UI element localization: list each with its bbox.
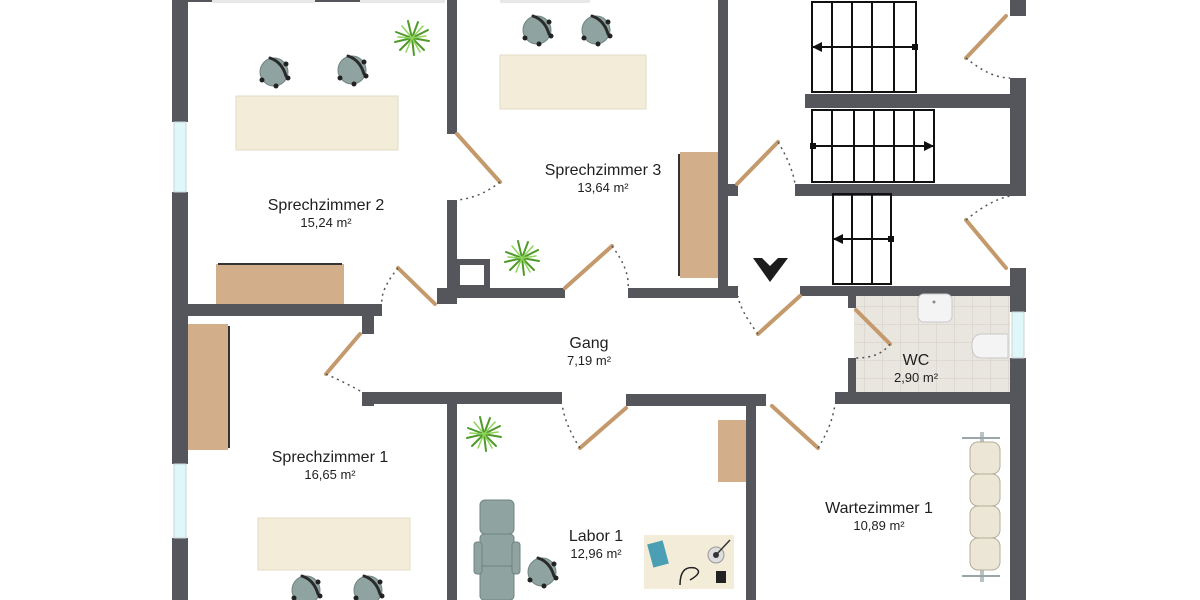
room-name: Sprechzimmer 3 <box>544 162 662 179</box>
room-name: Sprechzimmer 1 <box>271 449 389 466</box>
doors <box>324 14 1008 450</box>
windows <box>173 0 1025 539</box>
room-name: Gang <box>569 335 609 352</box>
cabinet <box>680 152 718 278</box>
room-label-gang: Gang 7,19 m² <box>567 334 611 369</box>
chair-icon <box>526 556 560 590</box>
cabinet <box>188 324 228 450</box>
desk <box>257 517 411 571</box>
room-label-sprechzimmer-3: Sprechzimmer 3 13,64 m² <box>545 161 661 196</box>
plant-icon <box>394 20 430 56</box>
room-label-sprechzimmer-2: Sprechzimmer 2 15,24 m² <box>268 196 384 231</box>
chair-icon <box>290 574 324 600</box>
stair-arrows <box>810 42 934 244</box>
desk <box>235 95 399 151</box>
chair-icon <box>336 54 370 88</box>
room-area: 13,64 m² <box>577 180 629 195</box>
chair-icon <box>580 14 614 48</box>
room-area: 16,65 m² <box>304 467 356 482</box>
room-area: 15,24 m² <box>300 215 352 230</box>
chair-icon <box>258 56 292 90</box>
entrance-arrow-icon <box>753 258 788 282</box>
room-area: 2,90 m² <box>893 370 939 385</box>
room-area: 12,96 m² <box>570 546 622 561</box>
chair-icon <box>521 14 555 48</box>
desk <box>499 54 647 110</box>
plant-icon <box>466 416 502 452</box>
room-label-wc: WC 2,90 m² <box>894 351 938 386</box>
room-name: WC <box>902 352 930 369</box>
room-name: Sprechzimmer 2 <box>267 197 385 214</box>
treatment-chair-icon <box>473 499 521 600</box>
walls <box>172 0 1026 600</box>
room-area: 10,89 m² <box>853 518 905 533</box>
waiting-chairs <box>962 432 1001 582</box>
room-label-labor-1: Labor 1 12,96 m² <box>569 527 623 562</box>
cabinet <box>216 264 344 304</box>
cabinet <box>718 420 746 482</box>
room-name: Labor 1 <box>568 528 624 545</box>
chair-icon <box>352 574 386 600</box>
room-name: Wartezimmer 1 <box>825 500 933 517</box>
wc-fixtures <box>917 293 1009 359</box>
lab-desk <box>644 535 734 589</box>
room-label-sprechzimmer-1: Sprechzimmer 1 16,65 m² <box>272 448 388 483</box>
door-swings <box>325 57 1011 449</box>
room-area: 7,19 m² <box>566 353 612 368</box>
plant-icon <box>504 240 540 276</box>
room-label-wartezimmer-1: Wartezimmer 1 10,89 m² <box>825 499 933 534</box>
